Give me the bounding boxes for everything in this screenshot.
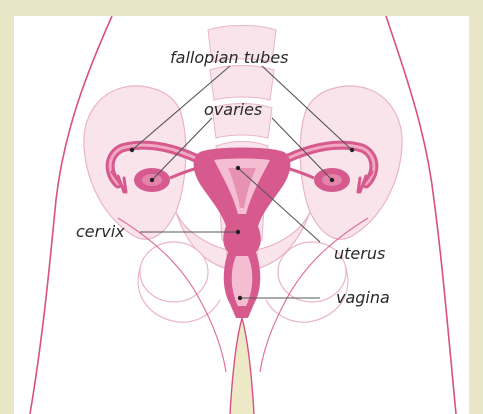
label-ovaries: ovaries <box>204 102 262 118</box>
vagina <box>224 252 261 318</box>
body-outline-left <box>30 16 112 414</box>
label-cervix: cervix <box>76 224 125 240</box>
vaginal-opening <box>230 318 254 414</box>
uterus <box>194 148 291 227</box>
label-vagina: vagina <box>336 290 390 306</box>
cervix <box>223 226 261 252</box>
label-fallopian-tubes: fallopian tubes <box>170 50 289 66</box>
body-outline-right <box>386 16 456 414</box>
label-uterus: uterus <box>334 246 385 262</box>
